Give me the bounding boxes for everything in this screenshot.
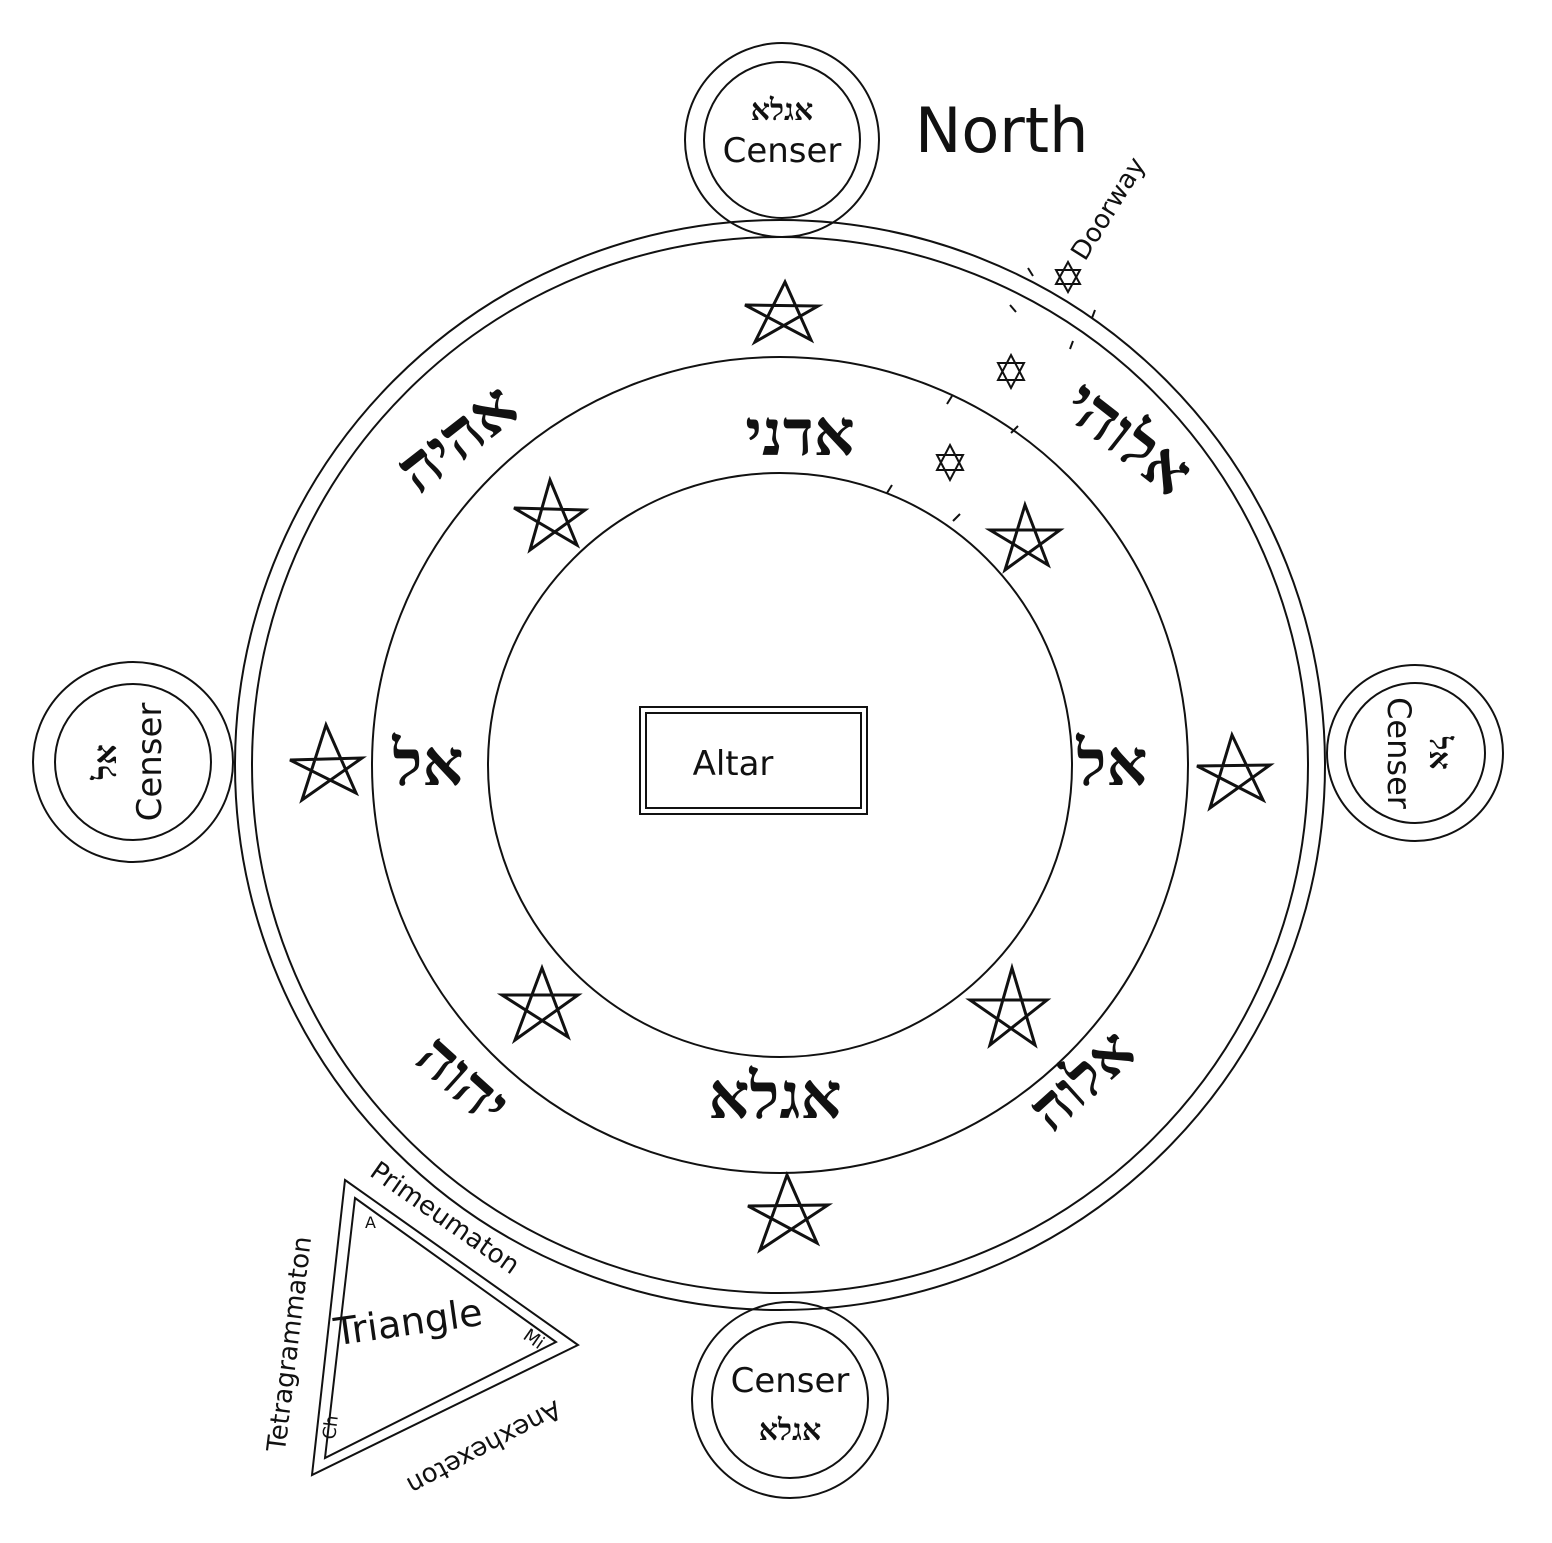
triangle-corner-mark: Mi (519, 1325, 548, 1354)
censer-east-label: Censer (1380, 697, 1418, 810)
pentagrams (289, 278, 1275, 1254)
outer-name-east: אל (1075, 726, 1147, 801)
pentagram-icon (289, 720, 367, 804)
triangle-label: Triangle (330, 1290, 485, 1354)
outer-name-north-east: אלוהי (1050, 365, 1207, 511)
outer-name-west: אל (391, 726, 463, 801)
middle-circle (371, 356, 1189, 1174)
pentagram-icon (496, 963, 583, 1045)
doorway-marks (886, 267, 1096, 522)
hexagram-icon (1054, 259, 1082, 295)
censer-east-hebrew: אל (1422, 735, 1457, 769)
censer-south-label: Censer (731, 1361, 850, 1401)
censer-west-hebrew: אל (86, 744, 124, 781)
censer-east: אל Censer (1326, 664, 1504, 842)
censer-north: אגלא Censer (684, 42, 880, 238)
censer-south-hebrew: אגלא (759, 1413, 821, 1448)
inner-name-north: אדני (745, 396, 854, 471)
outer-name-south-west: יהוה (403, 1021, 524, 1140)
pentagram-icon (747, 1170, 834, 1254)
inner-pentagrams (496, 475, 1065, 1050)
outer-circle-1 (234, 219, 1326, 1311)
triangle-corner-mark: A (365, 1213, 376, 1232)
doorway-label: Doorway (1065, 152, 1151, 266)
doorway-stars (935, 259, 1082, 483)
pentagram-icon (1196, 730, 1275, 812)
pentagram-icon (513, 475, 590, 554)
outer-name-north-west: אהיה (382, 368, 532, 508)
outer-name-south-east: אלוה (1015, 1015, 1148, 1145)
pentagram-icon (984, 500, 1065, 574)
hexagram-icon (996, 352, 1026, 391)
inner-name-south: אגלא (708, 1059, 841, 1134)
altar: Altar (639, 706, 868, 815)
triangle-side-left: Tetragrammaton (262, 1235, 318, 1455)
censer-west-label: Censer (130, 703, 170, 822)
altar-label: Altar (693, 744, 774, 784)
north-label: North (915, 94, 1088, 167)
censer-west: אל Censer (32, 661, 234, 863)
triangle-corner-mark: Ch (319, 1414, 343, 1440)
pentagram-icon (744, 278, 824, 346)
pentagram-icon (965, 962, 1052, 1050)
inner-circle (487, 472, 1073, 1058)
censer-south: Censer אגלא (691, 1301, 889, 1499)
hexagram-icon (935, 442, 965, 483)
triangle-side-right: Anexhexeton (401, 1394, 566, 1500)
censer-north-label: Censer (723, 131, 842, 171)
triangle-of-art: Triangle Primeumaton Tetragrammaton Anex… (262, 1156, 580, 1500)
censer-north-hebrew: אגלא (751, 93, 813, 128)
